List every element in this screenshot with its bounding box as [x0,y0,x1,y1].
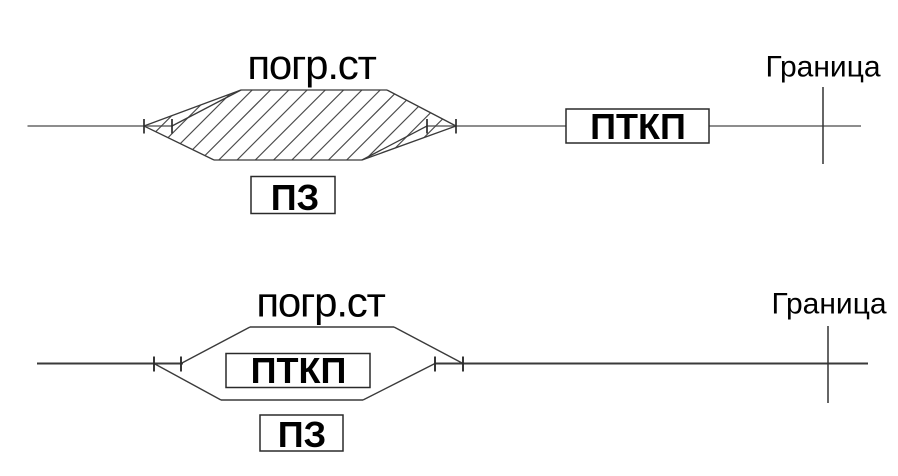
svg-text:ПЗ: ПЗ [271,177,319,218]
svg-text:ПТКП: ПТКП [590,106,686,147]
svg-text:ПЗ: ПЗ [278,414,326,455]
svg-text:погр.ст: погр.ст [247,41,376,88]
svg-text:погр.ст: погр.ст [256,279,385,326]
svg-text:ПТКП: ПТКП [251,350,347,391]
svg-text:Граница: Граница [765,51,880,84]
svg-text:Граница: Граница [771,288,886,321]
